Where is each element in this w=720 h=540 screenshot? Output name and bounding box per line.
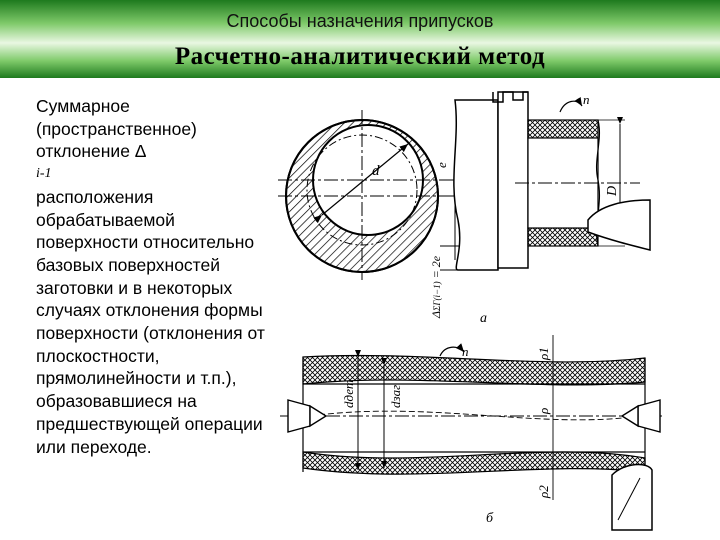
label-rho2: ρ2 (536, 485, 551, 499)
ring-section: d e ΔΣΓ(i−1) = 2e (278, 110, 470, 319)
body-line: или переходе. (36, 436, 152, 457)
label-n-top: n (583, 92, 590, 107)
body-line: поверхности относительно (36, 232, 255, 253)
body-line: расположения (36, 186, 154, 207)
right-center (637, 399, 661, 433)
label-2e: ΔΣΓ(i−1) = 2e (429, 255, 443, 319)
label-d: d (372, 163, 380, 179)
body-line: базовых поверхностей (36, 254, 221, 275)
body-line: предшествующей операции (36, 413, 263, 434)
label-rho1: ρ1 (536, 347, 551, 361)
body-line: поверхности (отклонения от (36, 323, 265, 344)
cutting-tool-top (587, 199, 651, 251)
label-d-zag: dзаг (388, 385, 403, 408)
body-line: обрабатываемой (36, 209, 175, 230)
shaft-bottom-allowance (302, 451, 646, 475)
shaft-between-centers: dдет dзаг ρ1 ρ ρ2 n б (280, 335, 665, 531)
label-n-bottom: n (462, 344, 469, 359)
slide-title: Расчетно-аналитический метод (174, 43, 546, 70)
label-rho: ρ (536, 408, 551, 415)
delta-subscript: i-1 (36, 166, 52, 182)
label-e: e (434, 162, 449, 168)
allowance-diagram: d e ΔΣΓ(i−1) = 2e D n а (278, 91, 665, 531)
label-D: D (605, 186, 620, 197)
body-line: случаях отклонения формы (36, 300, 263, 321)
body-line-text: отклонение Δ (36, 141, 147, 162)
body-line: прямолинейности и т.п.), (36, 368, 237, 389)
body-line: образовавшиеся на (36, 391, 197, 412)
body-line: Суммарное (36, 96, 130, 116)
slide-subtitle: Способы назначения припусков (226, 11, 494, 31)
header-banner (0, 0, 720, 78)
cutting-tool-bottom (611, 463, 653, 531)
body-line: плоскостности, (36, 345, 160, 366)
label-a: а (480, 311, 487, 326)
body-line: заготовки и в некоторых (36, 277, 233, 298)
body-line: (пространственное) (36, 118, 197, 139)
label-b: б (486, 511, 494, 526)
chuck-assembly: D n а (453, 91, 651, 326)
label-d-det: dдет (341, 380, 356, 408)
body-line-delta: отклонение Δ i-1 (36, 140, 336, 185)
body-paragraph: Суммарное (пространственное) отклонение … (36, 95, 336, 458)
